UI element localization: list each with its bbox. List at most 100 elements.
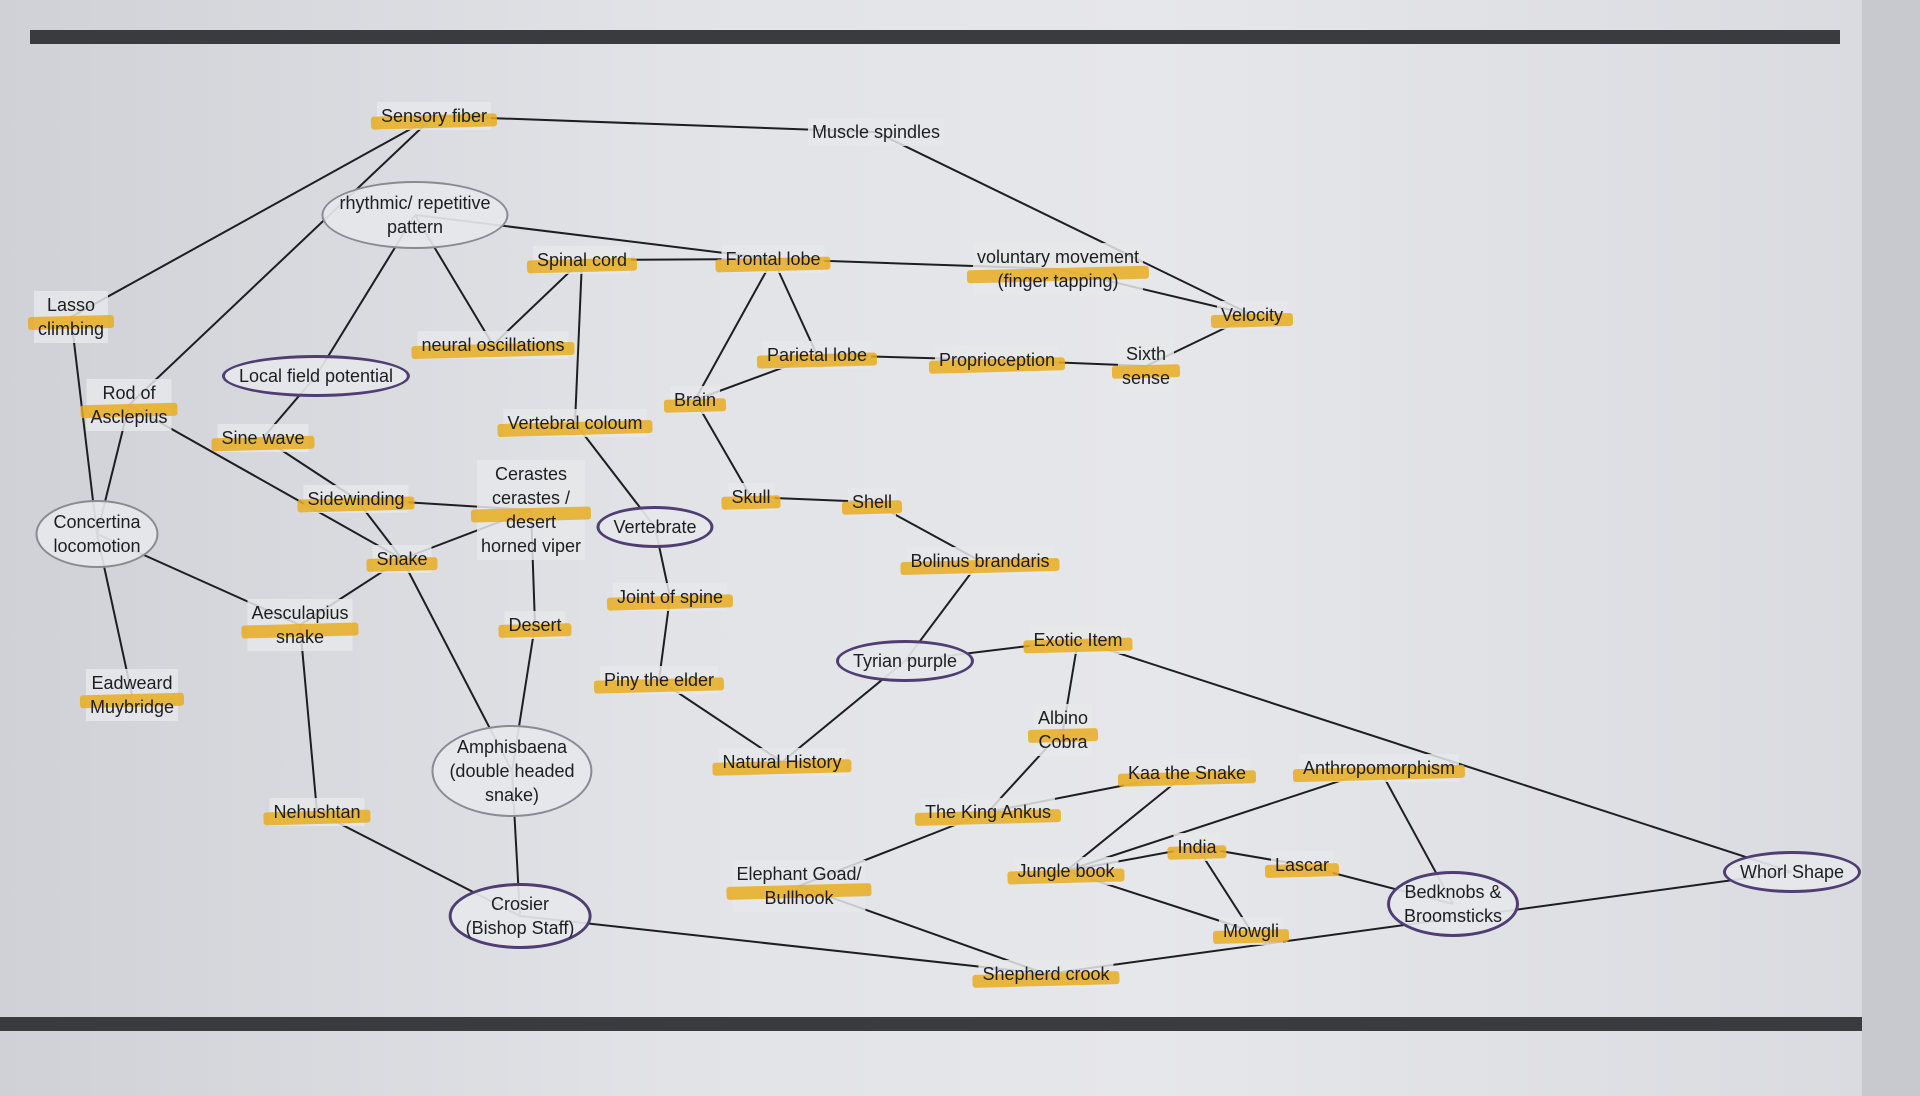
node-label-line: The King Ankus: [924, 802, 1052, 822]
node-label-line: Concertina: [53, 512, 141, 532]
node-bolinus: Bolinus brandaris: [906, 547, 1054, 575]
node-piny: Piny the elder: [599, 666, 719, 694]
node-label-line: horned viper: [480, 536, 582, 556]
node-voluntary: voluntary movement(finger tapping): [972, 243, 1144, 295]
node-label-line: Natural History: [722, 752, 842, 772]
node-label-line: Skull: [731, 487, 771, 507]
node-label-line: Aesculapius: [251, 603, 349, 623]
node-label-line: Shell: [851, 492, 893, 512]
node-label-line: Cerastes: [494, 464, 568, 484]
node-jungle-book: Jungle book: [1013, 857, 1119, 885]
edge-rod-to-snake: [128, 404, 403, 560]
node-label-line: Muscle spindles: [811, 122, 941, 142]
node-label-line: Tyrian purple: [852, 651, 958, 671]
node-king-ankus: The King Ankus: [920, 798, 1056, 826]
node-lascar: Lascar: [1270, 851, 1334, 879]
node-natural-history: Natural History: [718, 748, 846, 776]
node-label-line: Sine wave: [221, 428, 305, 448]
node-kaa: Kaa the Snake: [1123, 759, 1251, 787]
bottom-rule: [0, 1017, 1872, 1031]
node-label-line: (Bishop Staff): [465, 918, 575, 938]
edge-frontal-lobe-to-parietal: [772, 258, 818, 356]
node-snake: Snake: [372, 545, 432, 573]
node-label-line: India: [1177, 837, 1217, 857]
node-whorl: Whorl Shape: [1722, 851, 1862, 893]
node-label-line: Shepherd crook: [982, 964, 1110, 984]
node-frontal-lobe: Frontal lobe: [721, 245, 825, 273]
node-sidewinding: Sidewinding: [303, 485, 409, 513]
node-elephant: Elephant Goad/Bullhook: [732, 860, 866, 912]
node-label-line: snake: [275, 627, 325, 647]
edge-sensory-fiber-to-muscle-spindles: [433, 115, 877, 133]
node-tyrian: Tyrian purple: [835, 640, 975, 682]
edge-lasso-to-concertina: [70, 316, 98, 535]
node-label-line: Proprioception: [938, 350, 1056, 370]
node-label-line: Brain: [673, 390, 717, 410]
node-label-line: Crosier: [490, 894, 550, 914]
node-label-line: Sixth: [1125, 344, 1167, 364]
node-label-line: Eadweard: [91, 673, 173, 693]
node-label-line: rhythmic/ repetitive: [339, 193, 491, 213]
node-label-line: Lascar: [1274, 855, 1330, 875]
node-sensory-fiber: Sensory fiber: [376, 102, 492, 130]
node-label-line: Vertebral coloum: [507, 413, 643, 433]
node-label-line: locomotion: [53, 536, 141, 556]
node-rhythmic: rhythmic/ repetitive pattern: [321, 181, 509, 249]
node-bedknobs: Bedknobs &Broomsticks: [1386, 871, 1520, 937]
edge-muscle-spindles-to-velocity: [875, 131, 1253, 316]
paper-edge: [1862, 0, 1920, 1096]
node-label-line: Bedknobs &: [1404, 882, 1502, 902]
node-sine-wave: Sine wave: [217, 424, 309, 452]
node-label-line: Spinal cord: [536, 250, 628, 270]
node-concertina: Concertina locomotion: [35, 500, 159, 568]
node-label-line: Desert: [508, 615, 562, 635]
edge-sensory-fiber-to-lasso: [70, 115, 435, 318]
node-label-line: pattern: [386, 217, 444, 237]
node-desert: Desert: [504, 611, 566, 639]
node-exotic: Exotic Item: [1029, 626, 1127, 654]
edge-kaa-to-jungle-book: [1065, 772, 1188, 872]
node-joint-spine: Joint of spine: [612, 583, 728, 611]
node-label-line: Lasso: [46, 295, 96, 315]
edge-sensory-fiber-to-rod: [128, 115, 435, 406]
node-label-line: Bolinus brandaris: [910, 551, 1050, 571]
node-shell: Shell: [847, 488, 897, 516]
node-label-line: Muybridge: [89, 697, 175, 717]
node-nehushtan: Nehushtan: [269, 798, 365, 826]
node-label-line: desert: [505, 512, 557, 532]
node-label-line: Sensory fiber: [380, 106, 488, 126]
node-india: India: [1173, 833, 1221, 861]
node-vertebrate: Vertebrate: [596, 506, 714, 548]
top-rule: [30, 30, 1840, 44]
node-proprioception: Proprioception: [934, 346, 1060, 374]
node-label-line: Parietal lobe: [766, 345, 868, 365]
node-label-line: neural oscillations: [421, 335, 565, 355]
edge-anthropomorphism-to-jungle-book: [1065, 767, 1380, 872]
node-neural-osc: neural oscillations: [417, 331, 569, 359]
node-label-line: Anthropomorphism: [1302, 758, 1456, 778]
node-muscle-spindles: Muscle spindles: [807, 118, 945, 146]
node-skull: Skull: [727, 483, 775, 511]
node-label-line: Albino: [1037, 708, 1089, 728]
node-label-line: Rod of: [102, 383, 156, 403]
node-spinal-cord: Spinal cord: [532, 246, 632, 274]
node-label-line: snake): [484, 785, 540, 805]
edge-frontal-lobe-to-brain: [694, 258, 774, 401]
node-aesculapius: Aesculapius snake: [247, 599, 353, 651]
node-brain: Brain: [669, 386, 721, 414]
node-label-line: Snake: [376, 549, 428, 569]
node-label-line: (double headed: [449, 761, 575, 781]
node-label-line: Frontal lobe: [725, 249, 821, 269]
node-label-line: Amphisbaena: [456, 737, 568, 757]
node-label-line: Sidewinding: [307, 489, 405, 509]
node-label-line: Jungle book: [1017, 861, 1115, 881]
edge-aesculapius-to-nehushtan: [299, 624, 318, 813]
node-label-line: voluntary movement: [976, 247, 1140, 267]
edge-spinal-cord-to-vertebral: [574, 259, 583, 424]
